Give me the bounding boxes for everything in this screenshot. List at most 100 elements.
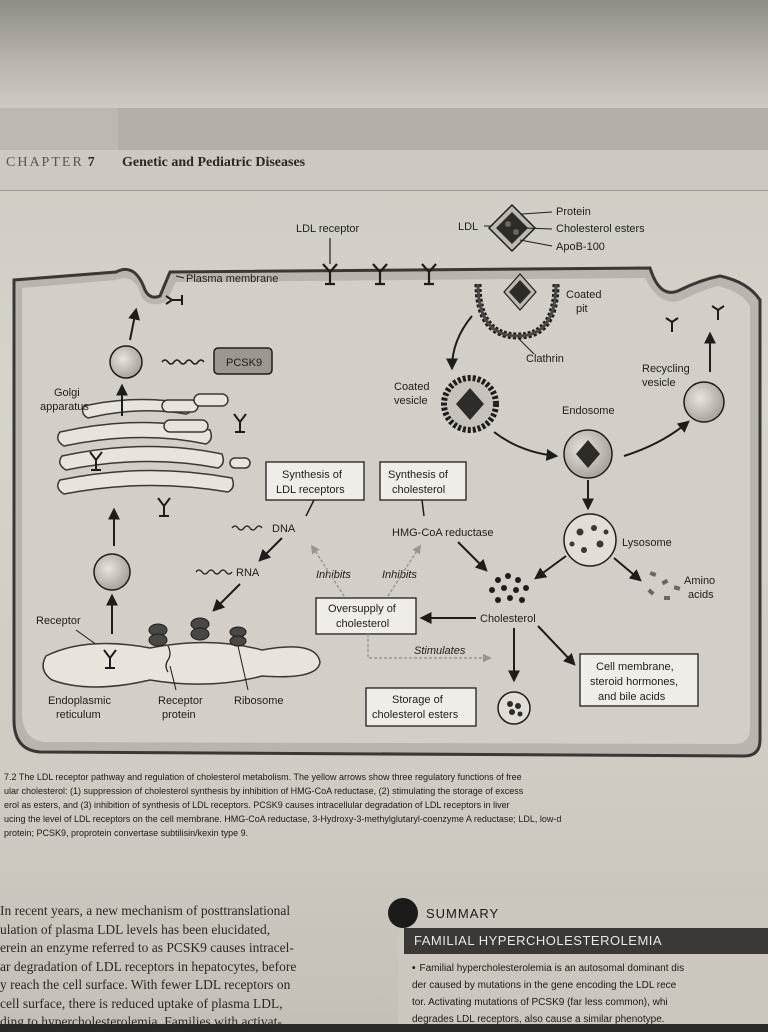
label-storage-1: Storage of: [392, 694, 444, 706]
figure-caption: 7.2 The LDL receptor pathway and regulat…: [4, 770, 764, 840]
ribosomes: [148, 617, 247, 647]
label-coated-vesicle-2: vesicle: [394, 395, 428, 407]
chapter-word: CHAPTER: [6, 155, 84, 170]
body-paragraph: In recent years, a new mechanism of post…: [0, 902, 384, 1032]
label-protein: Protein: [556, 206, 591, 218]
arrow-dna-to-rna: [258, 537, 283, 562]
label-golgi-1: Golgi: [54, 387, 80, 399]
summary-line-4: degrades LDL receptors, also cause a sim…: [412, 1014, 665, 1025]
body-line-3: erein an enzyme referred to as PCSK9 cau…: [0, 940, 294, 955]
arrow-lysosome-to-amino: [613, 557, 642, 582]
body-line-7: ding to hypercholesterolemia. Families w…: [0, 1014, 282, 1029]
chapter-title: Genetic and Pediatric Diseases: [122, 155, 306, 170]
label-coated-pit-2: pit: [576, 303, 588, 315]
label-ribosome: Ribosome: [234, 695, 284, 707]
membrane-receptors: [322, 263, 437, 286]
caption-line-1: 7.2 The LDL receptor pathway and regulat…: [4, 772, 522, 782]
protein-leader: [521, 211, 553, 215]
summary-box: [398, 898, 768, 1024]
bullet-icon: •: [412, 963, 416, 974]
arrow-hmg-to-cholesterol: [457, 541, 488, 572]
cholesterol-dots: [489, 573, 529, 603]
label-synthesis-chol-1: Synthesis of: [388, 469, 449, 481]
label-golgi-2: apparatus: [40, 401, 89, 413]
label-recycling-vesicle-1: Recycling: [642, 363, 690, 375]
cholesterol-esters-leader: [523, 227, 553, 230]
label-inhibits-1: Inhibits: [316, 569, 351, 581]
endosome: [563, 429, 613, 479]
label-synthesis-ldl-1: Synthesis of: [282, 469, 343, 481]
label-apob: ApoB-100: [556, 241, 605, 253]
er-receptor: [103, 649, 117, 669]
label-hmg-coa: HMG-CoA reductase: [392, 527, 493, 539]
box-oversupply: [315, 597, 417, 635]
label-dna: DNA: [272, 523, 296, 535]
label-coated-vesicle-1: Coated: [394, 381, 429, 393]
body-line-1: In recent years, a new mechanism of post…: [0, 903, 291, 918]
clathrin-leader: [517, 337, 535, 355]
label-plasma-membrane: Plasma membrane: [186, 273, 278, 285]
summary-title: SUMMARY: [426, 906, 500, 921]
arrow-vesicle-to-endosome: [493, 431, 559, 461]
summary-line-3: tor. Activating mutations of PCSK9 (far …: [412, 997, 668, 1008]
coated-pit: [474, 273, 560, 340]
caption-line-5: protein; PCSK9, proprotein convertase su…: [4, 828, 249, 838]
label-oversupply-2: cholesterol: [336, 618, 389, 630]
label-ldl: LDL: [458, 221, 478, 233]
membrane-edge-receptors: [165, 295, 725, 332]
arrow-rna-to-ribosome: [212, 583, 241, 612]
label-cholesterol-esters: Cholesterol esters: [556, 223, 645, 235]
er-transport-vesicle: [93, 553, 131, 591]
pcsk9-vesicle: [109, 345, 143, 379]
arrow-synth-chol-to-hmg: [421, 499, 425, 517]
storage-droplet: [497, 691, 531, 725]
label-receptor-protein-1: Receptor: [158, 695, 203, 707]
plasma-membrane-leader: [175, 275, 185, 279]
label-pcsk9: PCSK9: [226, 357, 262, 369]
label-oversupply-1: Oversupply of: [328, 603, 397, 615]
golgi-receptors: [89, 413, 247, 517]
box-cell-membrane: [579, 653, 699, 707]
ribosome-leader: [237, 645, 249, 691]
label-cell-membrane-2: steroid hormones,: [590, 676, 678, 688]
body-line-5: y reach the cell surface. With fewer LDL…: [0, 977, 291, 992]
lysosome: [563, 513, 617, 567]
label-synthesis-ldl-2: LDL receptors: [276, 484, 345, 496]
box-pcsk9: [213, 347, 273, 375]
label-synthesis-chol-2: cholesterol: [392, 484, 445, 496]
apob-leader: [519, 239, 553, 247]
label-recycling-vesicle-2: vesicle: [642, 377, 676, 389]
body-line-6: cell surface, there is reduced uptake of…: [0, 995, 283, 1011]
label-cell-membrane-3: and bile acids: [598, 691, 666, 703]
label-stimulates: Stimulates: [414, 645, 466, 657]
stimulates-arrow: [367, 634, 492, 663]
label-rna: RNA: [236, 567, 260, 579]
header-band: [0, 108, 768, 150]
ldl-particle-icon: [487, 203, 537, 253]
arrow-synth-ldl-to-dna: [305, 499, 315, 517]
receptor-protein-strand: [165, 645, 171, 673]
body-line-4: ar degradation of LDL receptors in hepat…: [0, 958, 297, 974]
summary-line-1-text: Familial hypercholesterolemia is an auto…: [419, 963, 685, 974]
box-storage: [365, 687, 477, 727]
caption-line-3: erol as esters, and (3) inhibition of sy…: [4, 800, 510, 810]
summary-dot-icon: [388, 898, 418, 928]
arrow-lysosome-to-cholesterol: [534, 555, 567, 580]
label-endosome: Endosome: [562, 405, 615, 417]
label-inhibits-2: Inhibits: [382, 569, 417, 581]
label-coated-pit-1: Coated: [566, 289, 601, 301]
arrow-pit-to-coated-vesicle: [446, 315, 473, 371]
label-lysosome: Lysosome: [622, 537, 672, 549]
pcsk9-binding-wave: [161, 359, 205, 365]
summary-band: [404, 928, 768, 954]
chapter-number: 7: [87, 155, 95, 170]
arrow-endosome-to-recycling: [623, 420, 690, 457]
box-synthesis-ldl-receptors: [265, 461, 365, 501]
arrow-cholesterol-to-membrane: [537, 625, 576, 666]
caption-line-4: ucing the level of LDL receptors on the …: [4, 814, 562, 824]
coated-vesicle: [441, 375, 499, 433]
label-cell-membrane-1: Cell membrane,: [596, 661, 674, 673]
box-synthesis-cholesterol: [379, 461, 467, 501]
label-receptor-protein-2: protein: [162, 709, 196, 721]
summary-band-title: FAMILIAL HYPERCHOLESTEROLEMIA: [414, 933, 663, 948]
